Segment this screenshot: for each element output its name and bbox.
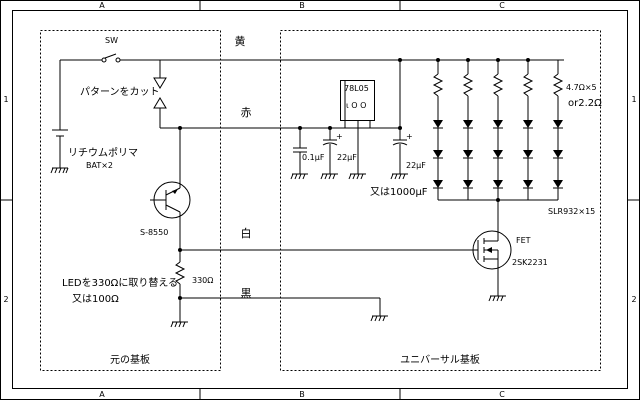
fet-symbol xyxy=(472,230,512,296)
led-column xyxy=(492,58,504,200)
junction-dot xyxy=(398,58,402,62)
ground-icon xyxy=(170,321,188,328)
led-resistor-label: 4.7Ω×5 xyxy=(566,83,597,92)
regulator-pins-icon: ι O O xyxy=(346,101,366,110)
svg-text:+: + xyxy=(406,132,413,141)
wire-label-red: 赤 xyxy=(241,106,252,119)
ground-icon xyxy=(370,315,388,322)
fet-part-label: 2SK2231 xyxy=(512,258,548,267)
wire-label-white: 白 xyxy=(241,226,252,240)
wire-label-yellow: 黄 xyxy=(235,34,246,48)
frame-row-1-left: 1 xyxy=(3,95,8,104)
universal-board-label: ユニバーサル基板 xyxy=(400,353,480,366)
ground-icon xyxy=(50,167,69,174)
led-resistor-alt-label: or2.2Ω xyxy=(568,98,602,109)
led-note-alt-label: 又は100Ω xyxy=(72,293,119,305)
electrolytic-capacitor-symbol: + xyxy=(392,60,413,174)
transistor-label: S-8550 xyxy=(140,228,168,237)
capacitor-symbol xyxy=(293,128,307,174)
led-column xyxy=(522,58,534,200)
universal-board-outline xyxy=(280,30,601,371)
transistor-symbol xyxy=(150,181,191,219)
svg-text:+: + xyxy=(336,132,343,141)
led-column xyxy=(462,58,474,200)
electrolytic-capacitor-symbol: + xyxy=(322,128,343,174)
resistor-label: 330Ω xyxy=(192,276,213,285)
ground-icon xyxy=(320,173,338,180)
led-column xyxy=(552,60,564,200)
ground-icon xyxy=(290,173,308,180)
regulator-label: 78L05 xyxy=(344,84,369,93)
fet-label: FET xyxy=(516,236,531,245)
cut-pattern-label: パターンをカット xyxy=(80,86,160,98)
regulator-78l05 xyxy=(340,80,400,174)
frame-row-1-right: 1 xyxy=(631,95,636,104)
original-board-label: 元の基板 xyxy=(110,353,150,366)
frame-col-c-bottom: C xyxy=(499,390,505,399)
ground-icon xyxy=(488,295,506,302)
cap2-label: 22μF xyxy=(337,153,357,162)
cap3-alt-label: 又は1000μF xyxy=(370,186,428,198)
led-array xyxy=(432,58,564,202)
led-note-label: LEDを330Ωに取り替える xyxy=(62,276,178,289)
switch-symbol xyxy=(60,53,160,63)
frame-col-a-top: A xyxy=(99,1,105,10)
led-column xyxy=(432,58,444,200)
frame-col-a-bottom: A xyxy=(99,390,105,399)
battery-symbol xyxy=(52,60,68,168)
frame-col-b-bottom: B xyxy=(299,390,305,399)
frame-col-c-top: C xyxy=(499,1,505,10)
frame-row-2-left: 2 xyxy=(3,295,8,304)
battery-count: BAT×2 xyxy=(86,161,113,170)
frame-row-2-right: 2 xyxy=(631,295,636,304)
ground-icon xyxy=(390,173,408,180)
cut-pattern-symbol xyxy=(153,60,167,128)
switch-label: SW xyxy=(105,36,118,45)
ground-icon xyxy=(348,173,366,180)
cap3-label: 22μF xyxy=(406,161,426,170)
cap1-label: 0.1μF xyxy=(302,153,325,162)
battery-name: リチウムポリマ xyxy=(68,147,138,159)
led-label: SLR932×15 xyxy=(548,207,595,216)
original-board-outline xyxy=(40,30,221,371)
resistor-symbol xyxy=(174,250,186,322)
frame-col-b-top: B xyxy=(299,1,305,10)
wire-label-black: 黒 xyxy=(241,287,252,300)
